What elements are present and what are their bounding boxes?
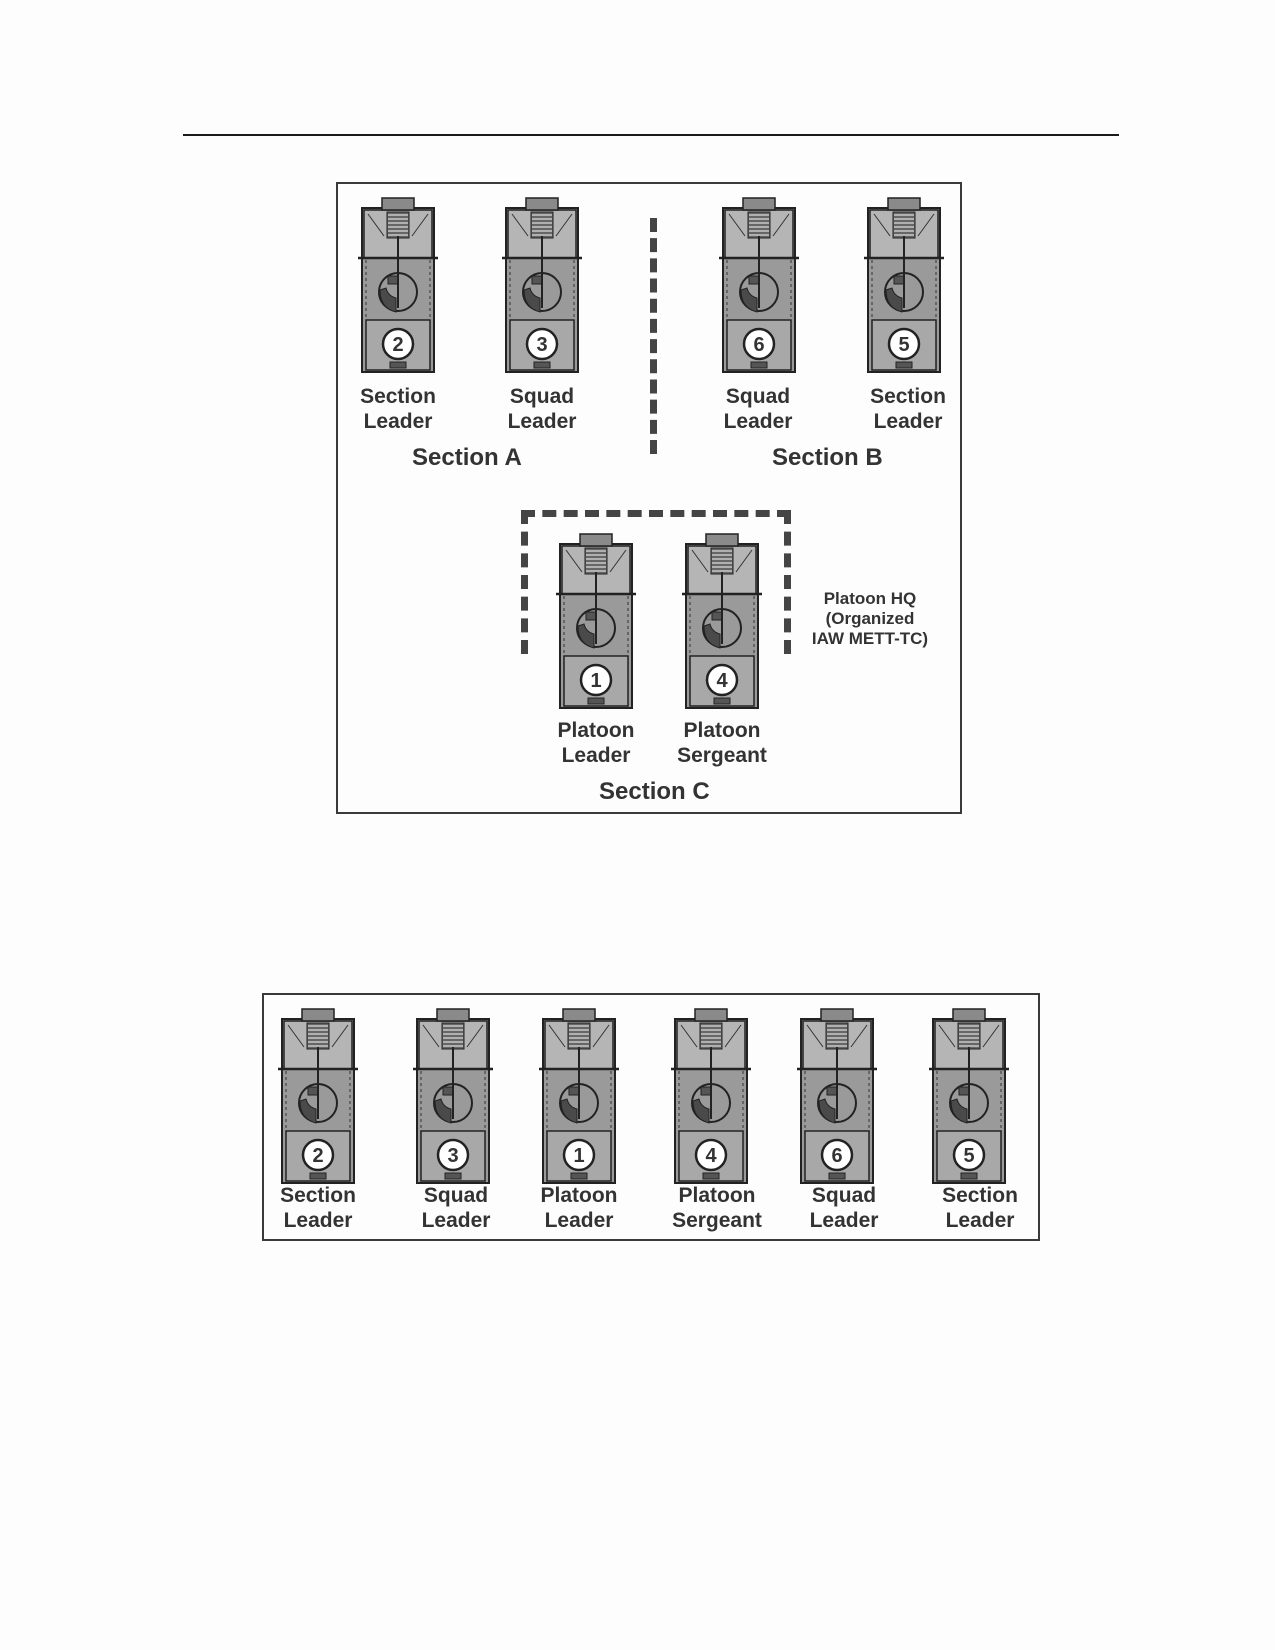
vehicle-drawing: 5	[929, 1008, 1009, 1184]
vehicle-number: 2	[392, 334, 403, 356]
vehicle-drawing: 6	[797, 1008, 877, 1184]
vehicle-label: Squad Leader	[421, 1184, 491, 1232]
section-b-title: Section B	[772, 444, 883, 471]
vehicle-icon: 5	[927, 1007, 1011, 1187]
vehicle-label: Section Leader	[280, 1184, 356, 1232]
vehicle-label: Platoon Sergeant	[677, 719, 767, 767]
vehicle-label: Section Leader	[870, 385, 946, 433]
vehicle-number: 5	[898, 334, 909, 356]
section-a-title: Section A	[412, 444, 522, 471]
vehicle-label: Squad Leader	[507, 385, 577, 433]
vehicle-label: Section Leader	[942, 1184, 1018, 1232]
formation-diagram-line: 2 3 1 4 6 5 Section Leader Squad Leader …	[262, 993, 1040, 1241]
formation-diagram-sections: 2 3 6 5 Section Leader Squad Leader Squa…	[336, 182, 962, 814]
platoon-hq-boundary	[521, 510, 791, 654]
vehicle-number: 6	[753, 334, 764, 356]
vehicle-label: Platoon Sergeant	[672, 1184, 762, 1232]
vehicle-drawing: 6	[719, 197, 799, 373]
vehicle-icon: 1	[554, 532, 638, 712]
vehicle-label: Platoon Leader	[540, 1184, 618, 1232]
vehicle-number: 1	[590, 670, 601, 692]
vehicle-number: 3	[447, 1145, 458, 1167]
vehicle-number: 3	[536, 334, 547, 356]
platoon-hq-note: Platoon HQ (Organized IAW METT-TC)	[811, 589, 929, 648]
vehicle-drawing: 2	[278, 1008, 358, 1184]
vehicle-label: Squad Leader	[723, 385, 793, 433]
vehicle-drawing: 2	[358, 197, 438, 373]
vehicle-icon: 2	[276, 1007, 360, 1187]
vehicle-number: 6	[831, 1145, 842, 1167]
section-c-title: Section C	[599, 778, 710, 805]
vehicle-icon: 4	[669, 1007, 753, 1187]
vehicle-drawing: 3	[502, 197, 582, 373]
vehicle-icon: 6	[795, 1007, 879, 1187]
vehicle-label: Squad Leader	[809, 1184, 879, 1232]
vehicle-drawing: 3	[413, 1008, 493, 1184]
vehicle-icon: 5	[862, 196, 946, 376]
vehicle-icon: 3	[500, 196, 584, 376]
vehicle-number: 4	[716, 670, 728, 692]
vehicle-drawing: 1	[539, 1008, 619, 1184]
vehicle-label: Section Leader	[360, 385, 436, 433]
section-divider	[650, 218, 657, 454]
vehicle-drawing: 5	[864, 197, 944, 373]
vehicle-icon: 1	[537, 1007, 621, 1187]
vehicle-drawing: 4	[682, 533, 762, 709]
vehicle-icon: 6	[717, 196, 801, 376]
vehicle-drawing: 1	[556, 533, 636, 709]
header-rule	[183, 134, 1119, 136]
vehicle-number: 1	[573, 1145, 584, 1167]
vehicle-number: 5	[963, 1145, 974, 1167]
vehicle-drawing: 4	[671, 1008, 751, 1184]
vehicle-number: 2	[312, 1145, 323, 1167]
vehicle-number: 4	[705, 1145, 717, 1167]
vehicle-label: Platoon Leader	[557, 719, 635, 767]
vehicle-icon: 4	[680, 532, 764, 712]
vehicle-icon: 2	[356, 196, 440, 376]
vehicle-icon: 3	[411, 1007, 495, 1187]
